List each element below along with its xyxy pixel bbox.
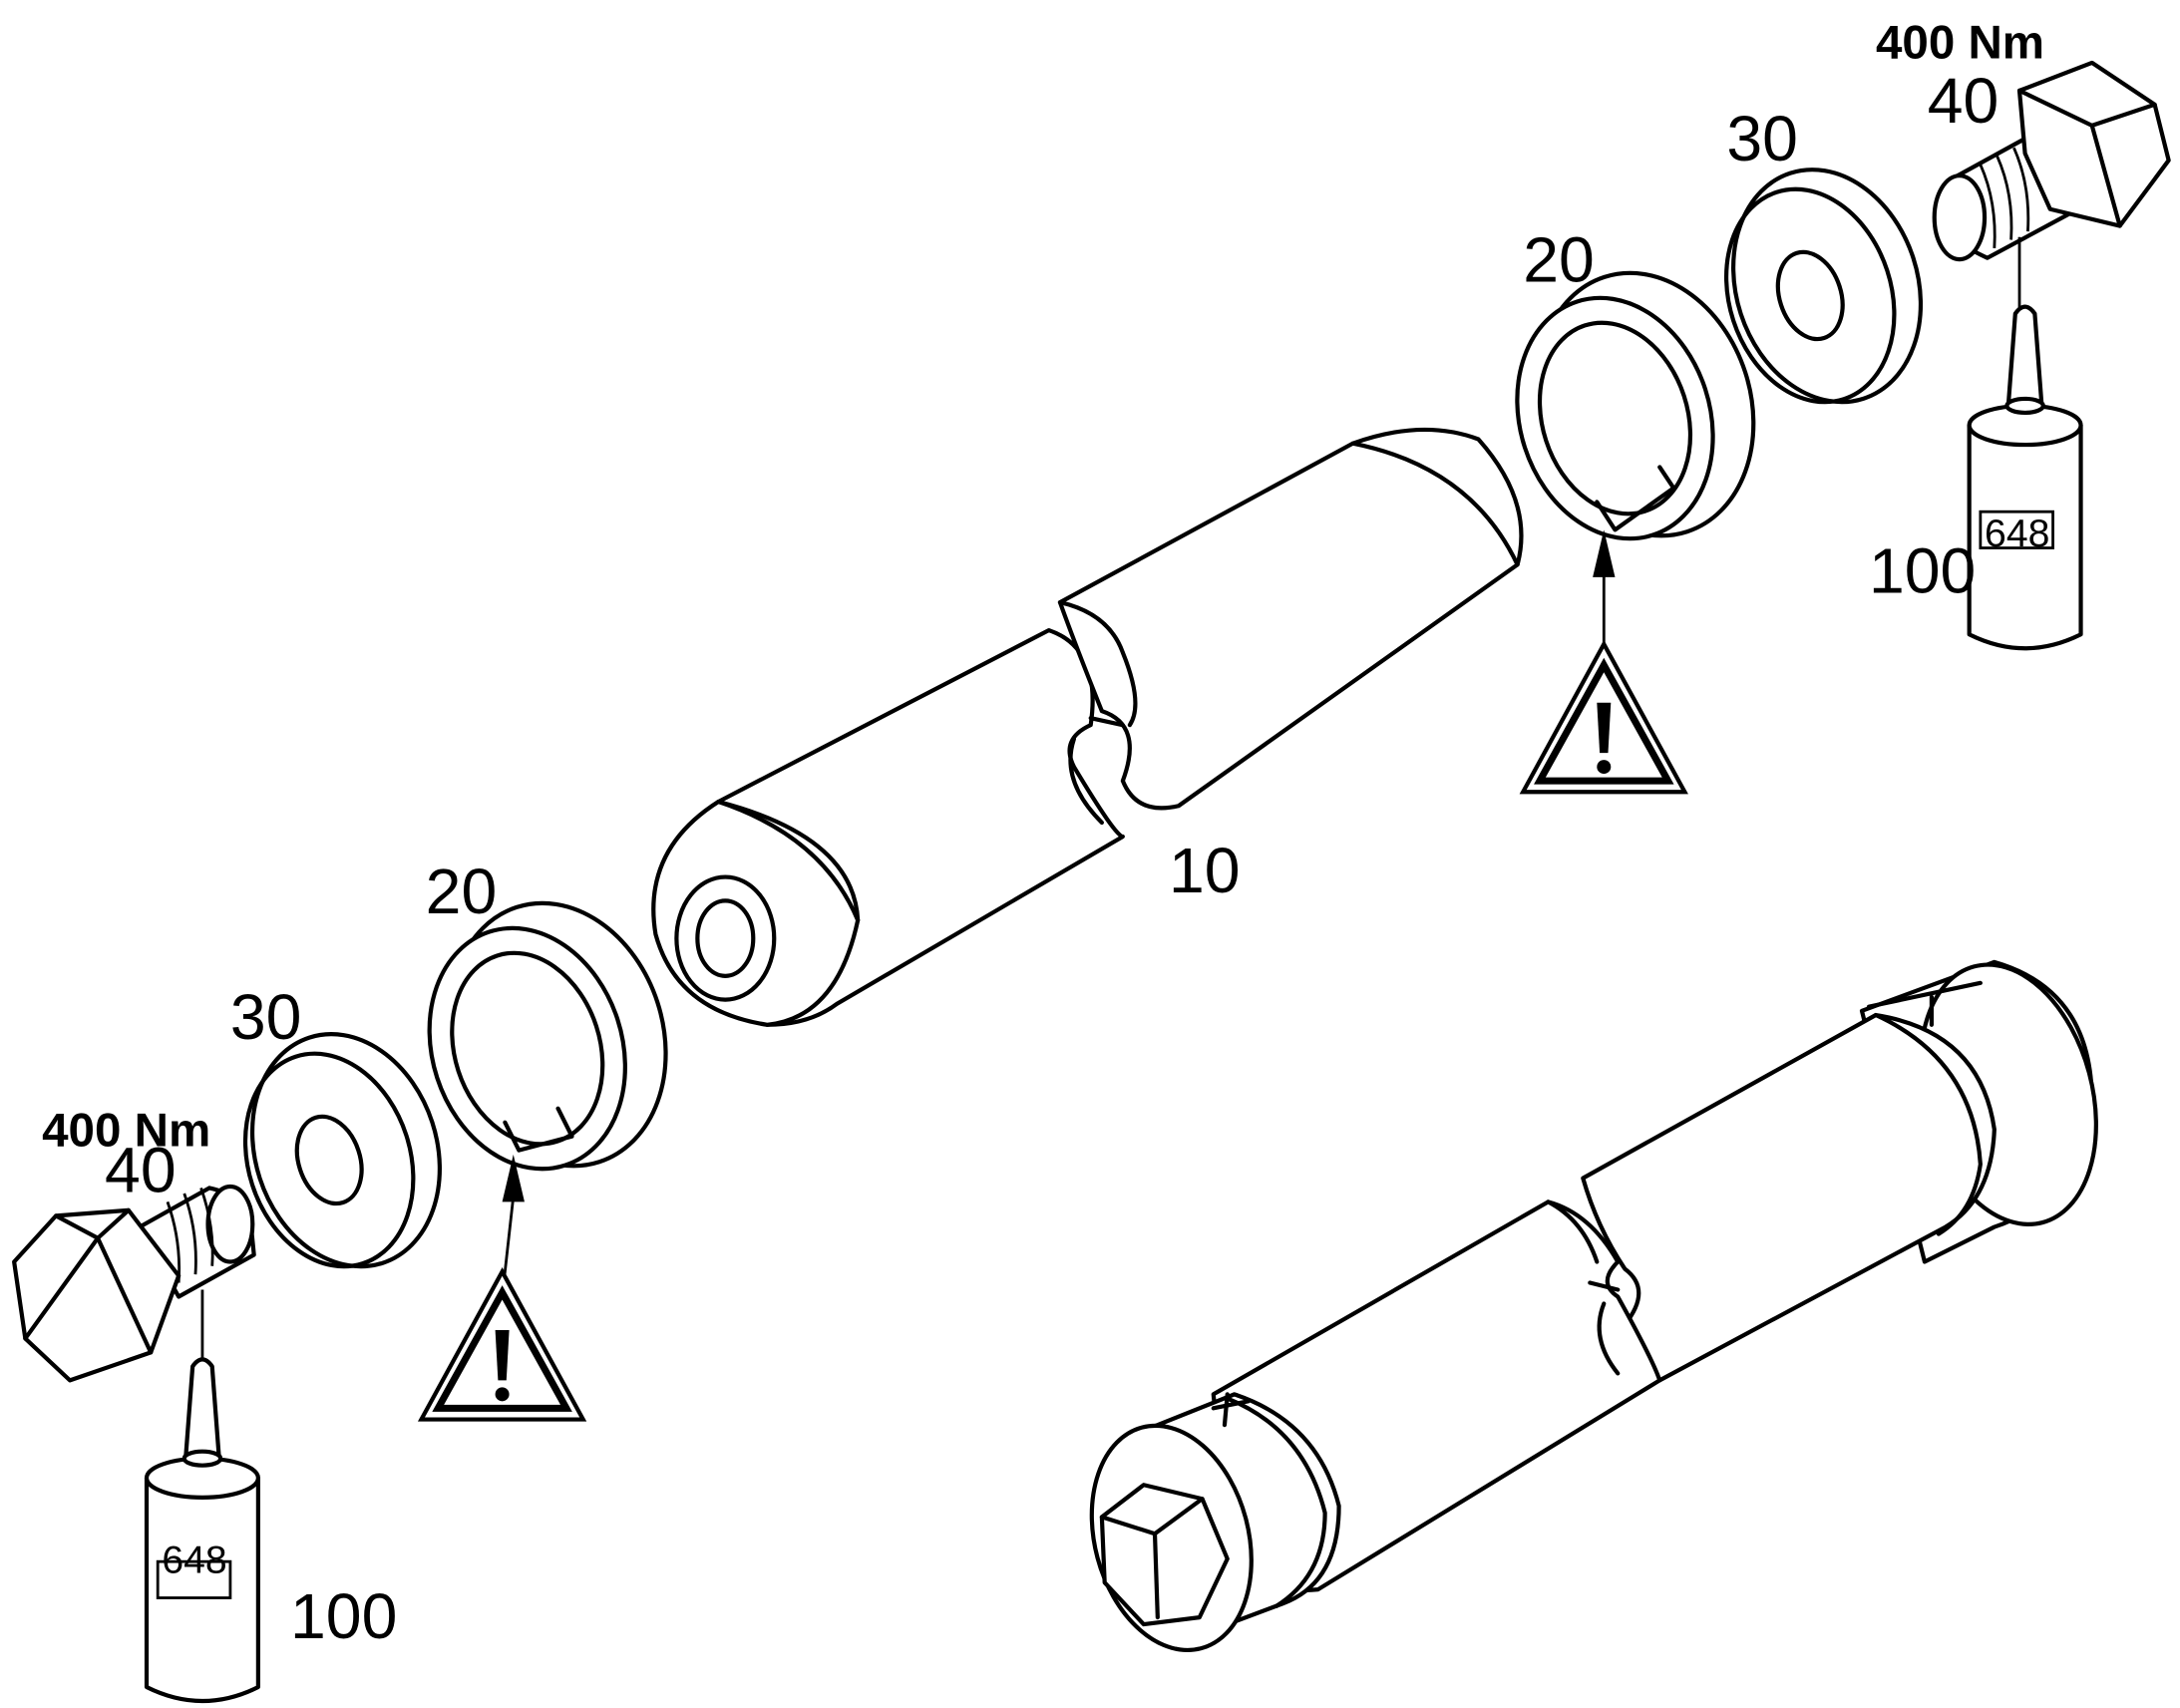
pin-number: 10 [1169, 835, 1241, 906]
washer-right [1723, 168, 1924, 405]
warning-triangle-icon [1523, 644, 1684, 792]
washer-number-right: 30 [1726, 103, 1798, 174]
bushing-left [427, 900, 668, 1172]
adhesive-code-left: 648 [162, 1538, 226, 1581]
washer-left [242, 1032, 442, 1269]
adhesive-bottle-right [1970, 307, 2081, 649]
bushing-right [1515, 270, 1756, 541]
bolt-right [1932, 60, 2171, 262]
adhesive-bottle-left [147, 1359, 258, 1701]
bolt-left [12, 1184, 256, 1383]
warning-triangle-icon [421, 1271, 582, 1419]
bolt-number-left: 40 [105, 1135, 177, 1206]
torque-label-right: 400 Nm [1876, 17, 2044, 70]
adhesive-number-left: 100 [290, 1580, 397, 1652]
pin-exploded [651, 427, 1524, 1027]
bushing-number-right: 20 [1523, 223, 1595, 295]
pin-assembled [1089, 959, 2098, 1653]
bushing-number-left: 20 [426, 855, 498, 927]
adhesive-code-right: 648 [1985, 512, 2049, 555]
adhesive-number-right: 100 [1869, 534, 1976, 606]
bolt-number-right: 40 [1928, 65, 1999, 137]
washer-number-left: 30 [230, 981, 302, 1053]
torque-label-left: 400 Nm [42, 1104, 210, 1157]
